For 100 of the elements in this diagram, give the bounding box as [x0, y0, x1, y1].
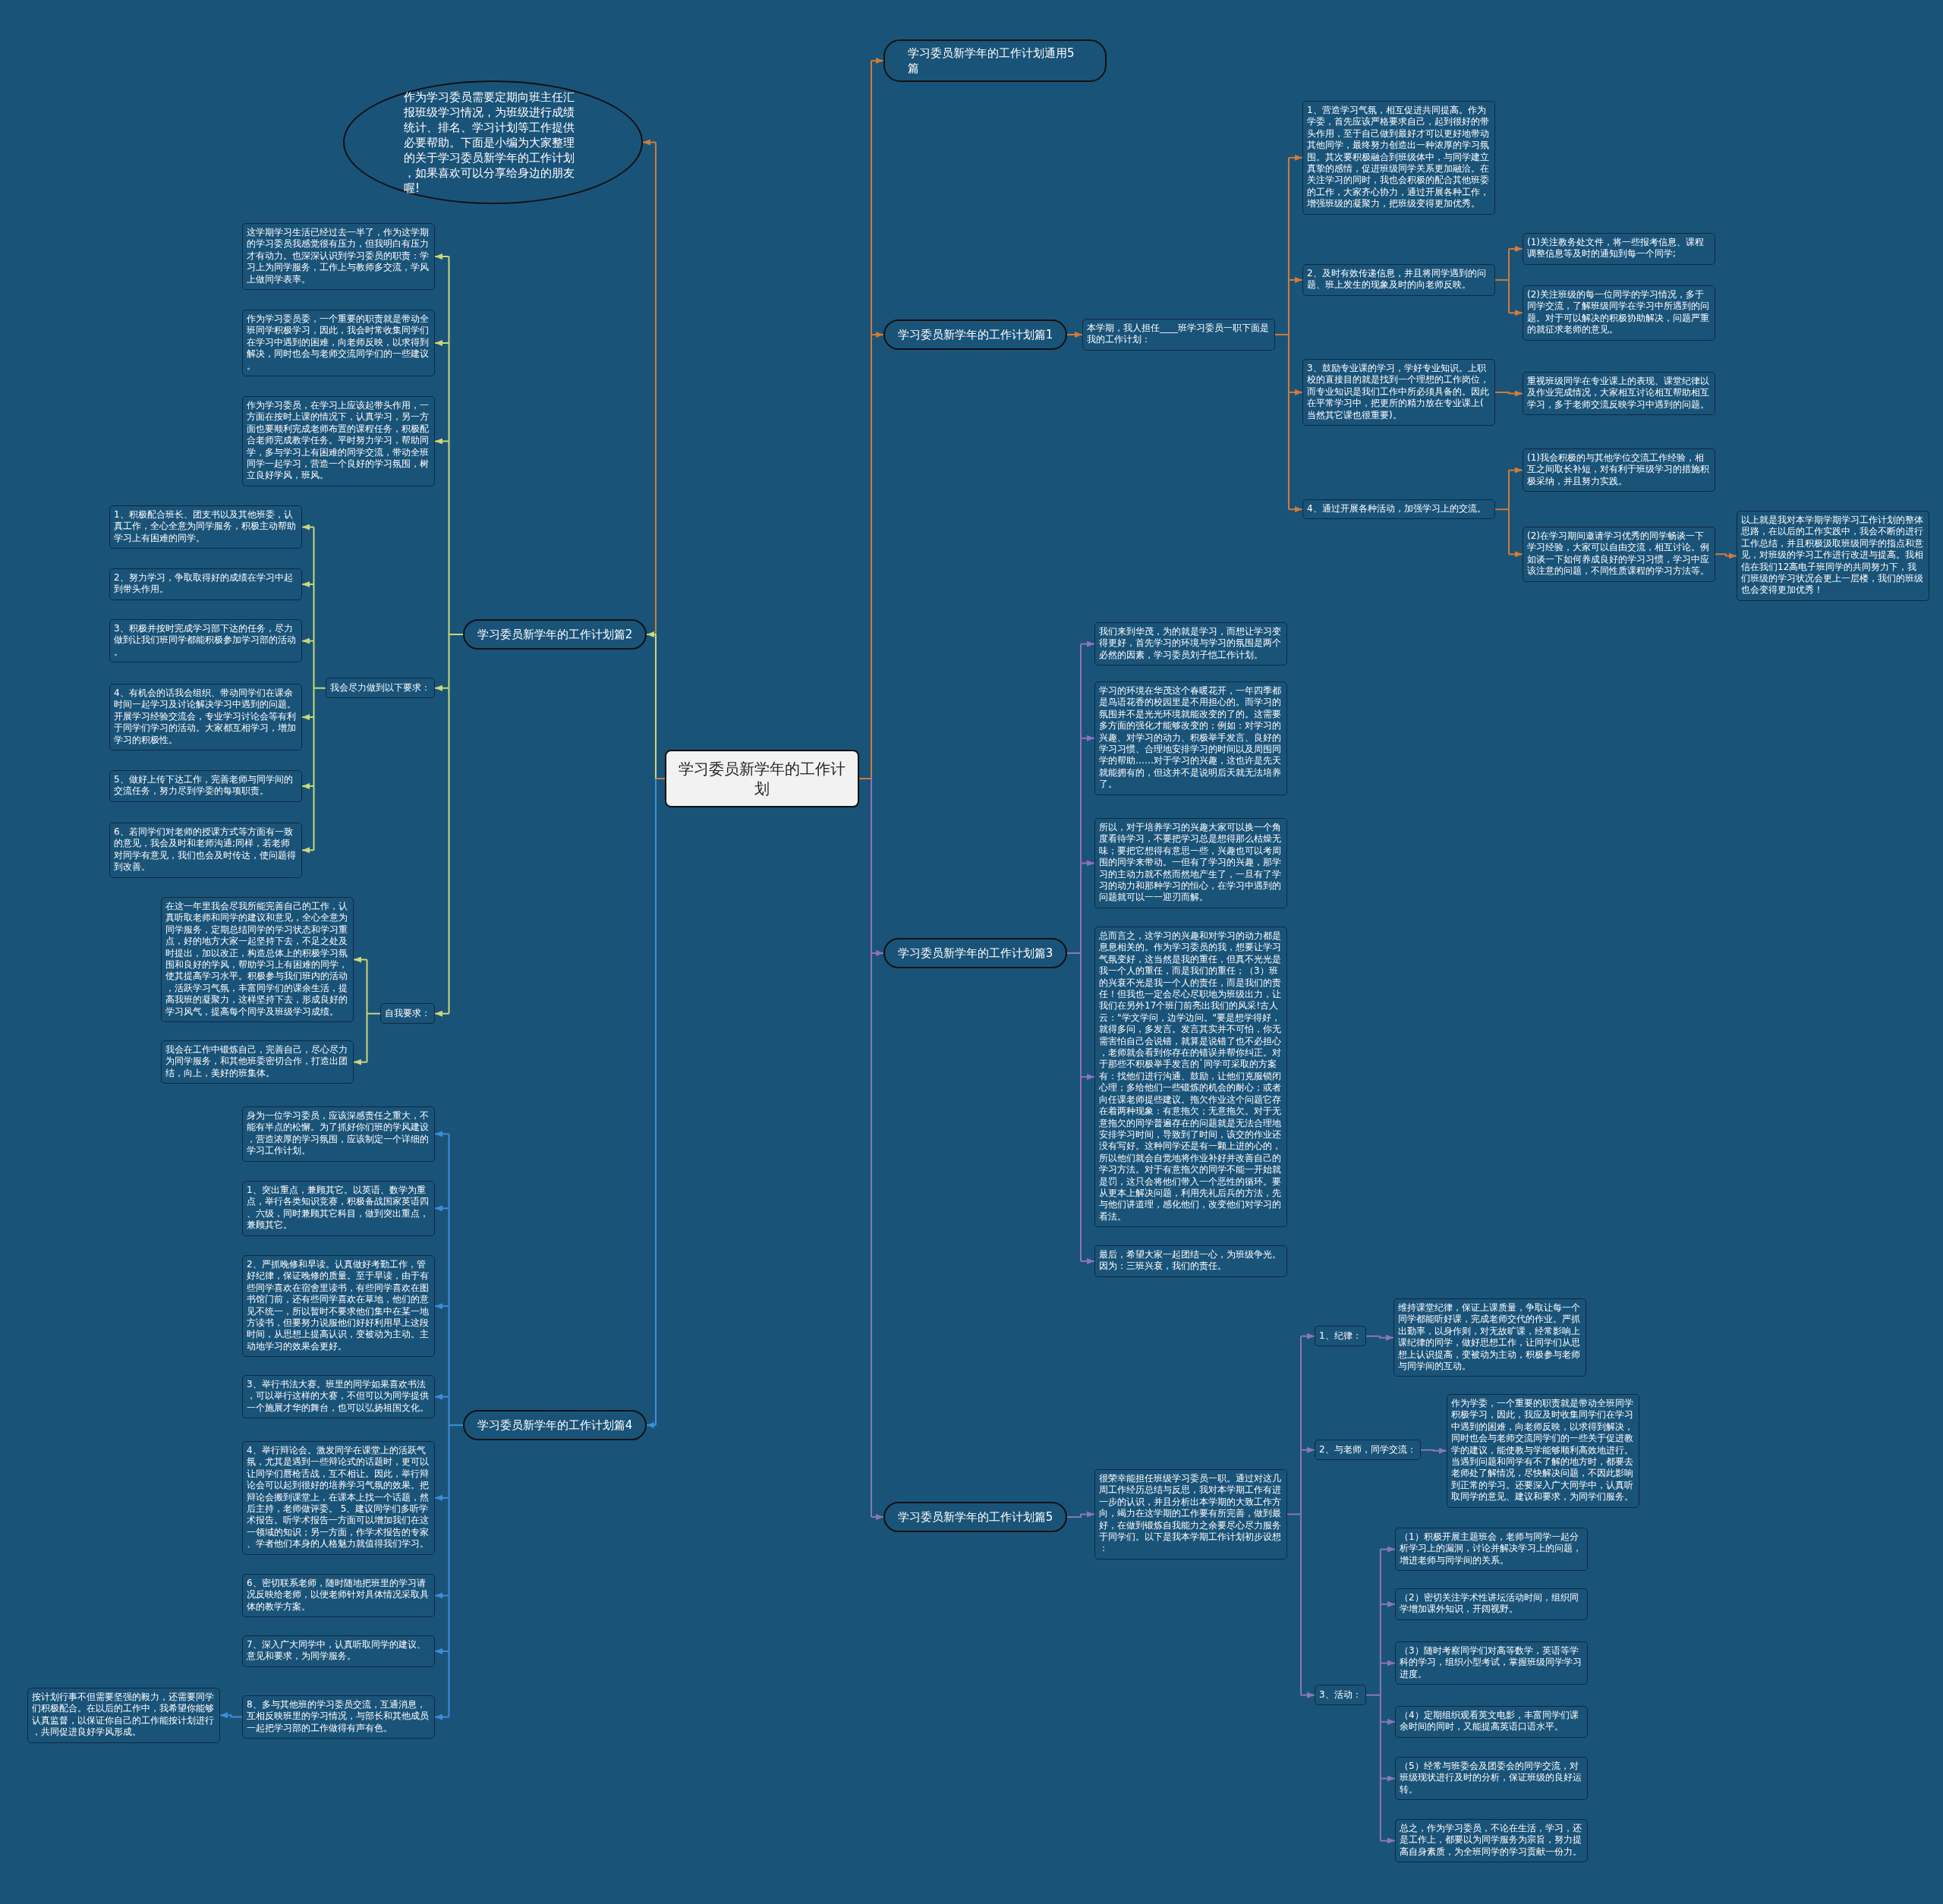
connector	[448, 1207, 450, 1308]
text-box: （5）经常与班委会及团委会的同学交流，对班级现状进行及时的分析，保证班级的良好运转。	[1395, 1757, 1588, 1801]
arrow	[646, 631, 657, 637]
connector	[448, 1305, 450, 1398]
connector	[448, 687, 450, 1015]
connector	[448, 1650, 450, 1718]
text-box: 4、有机会的话我会组织、带动同学们在课余时间一起学习及讨论解决学习中遇到的问题。开展学习经验交流会，专业学习讨论会等有利于同学们学习的活动。大家都互相学习，增加学习的积极性。	[109, 684, 302, 751]
connector	[871, 334, 872, 779]
connector	[1508, 508, 1510, 555]
connector	[1080, 862, 1082, 954]
connector	[871, 60, 872, 335]
connector	[366, 1012, 381, 1015]
text-box: 所以，对于培养学习的兴趣大家可以换一个角度看待学习，不要把学习总是想得那么枯燥无味；要把它想得有意思一些，兴趣也可以考周围的同学来带动。一但有了学习的兴趣，那学习的主动力就不然而然地产生了，一旦有了学习的动力和那种学习的恒心，在学习中遇到的问题就可以一一迎刃而解。	[1094, 818, 1287, 908]
connector	[1379, 1694, 1381, 1723]
arrow	[434, 684, 450, 691]
arrow	[1379, 1660, 1396, 1666]
connector	[1300, 1513, 1302, 1696]
arrow	[434, 340, 450, 346]
arrow	[1288, 389, 1303, 395]
arrow	[871, 332, 884, 338]
arrow	[434, 1648, 450, 1654]
text-box: 重视班级同学在专业课上的表现、课堂纪律以及作业完成情况，大家相互讨论相互帮助相互学习，多于老师交流反映学习中遇到的问题。	[1523, 372, 1715, 416]
connector	[448, 1424, 450, 1499]
text-box: 2、努力学习，争取取得好的成绩在学习中起到带头作用。	[109, 568, 302, 600]
arrow	[1080, 860, 1095, 867]
text-box: 我们来到华茂，为的就是学习，而想让学习变得更好，首先学习的环境与学习的氛围是两个必然的因素，学习委员刘子恺工作计划。	[1094, 622, 1287, 666]
text-box: 1、积极配合班长、团支书以及其他班委，认真工作，全心全意为同学服务，积极主动帮助学习上有困难的同学。	[109, 505, 302, 549]
connector	[313, 785, 315, 851]
branch-box: 学习委员新学年的工作计划篇4	[463, 1410, 647, 1440]
text-box: (2)关注班级的每一位同学的学习情况，多于同学交流，了解班级同学在学习中所遇到的问题。对于可以解决的积极协助解决，问题严重的就征求老师的意见。	[1523, 285, 1715, 341]
connector	[1080, 952, 1082, 1078]
connector	[1080, 737, 1082, 864]
connector	[448, 634, 450, 689]
arrow	[301, 782, 315, 789]
connector	[1288, 279, 1290, 335]
text-box: (2)在学习期间邀请学习优秀的同学畅谈一下学习经验，大家可以自由交流，相互讨论。例如谈一下如何养成良好的学习习惯，学习中应该注意的问题，不同性质课程的学习方法等。	[1523, 527, 1715, 582]
arrow	[642, 139, 657, 146]
arrow	[434, 253, 450, 260]
arrow	[434, 1393, 450, 1400]
text-box: 5、做好上传下达工作，完善老师与同学间的交流任务，努力尽到学委的每项职责。	[109, 770, 302, 802]
arrow	[1508, 310, 1523, 316]
connector	[448, 1133, 450, 1210]
branch-box: 学习委员新学年的工作计划篇1	[883, 319, 1067, 350]
connector	[1288, 392, 1290, 511]
arrow	[301, 581, 315, 587]
connector	[1080, 1076, 1082, 1262]
arrow	[1365, 1334, 1394, 1341]
text-box: 3、举行书法大赛。班里的同学如果喜欢书法，可以举行这样的大赛，不但可以为同学提供一个施展才华的舞台，也可以弘扬祖国文化。	[242, 1375, 435, 1419]
arrow	[646, 1422, 657, 1428]
text-box: 2、及时有效传递信息，并且将同学遇到的问题、班上发生的现象及时的向老师反映。	[1302, 264, 1495, 296]
arrow	[434, 1131, 450, 1138]
connector	[313, 640, 315, 689]
connector	[655, 778, 666, 779]
arrow	[1300, 1333, 1315, 1339]
arrow	[353, 1059, 368, 1065]
connector	[1379, 1720, 1381, 1780]
intro-bubble: 作为学习委员需要定期向班主任汇报班级学习情况，为班级进行成绩统计、排名、学习计划等工作提供必要帮助。下面是小编为大家整理的关于学习委员新学年的工作计划，如果喜欢可以分享给身边的朋友喔!	[343, 80, 643, 204]
arrow	[1080, 1074, 1095, 1081]
text-box: 1、突出重点，兼顾其它。以英语、数学为重点，举行各类知识竞赛，积极备战国家英语四、六级，同时兼顾其它科目，做到突出重点，兼顾其它。	[242, 1181, 435, 1236]
arrow	[1288, 154, 1303, 161]
connector	[448, 440, 450, 635]
branch-box: 学习委员新学年的工作计划通用5篇	[883, 39, 1107, 82]
connector	[1508, 247, 1510, 281]
branch-box: 学习委员新学年的工作计划篇5	[883, 1502, 1067, 1532]
text-box: （3）随时考察同学们对高等数学，英语等学科的学习，组织小型考试，掌握班级同学学习进度。	[1395, 1641, 1588, 1685]
arrow	[1080, 640, 1095, 647]
connector	[1379, 1603, 1381, 1664]
arrow	[1080, 1257, 1095, 1264]
text-box: 3、积极并按时完成学习部下达的任务，尽力做到让我们班同学都能积极参加学习部的活动。	[109, 619, 302, 663]
connector	[1274, 333, 1290, 335]
branch-box: 学习委员新学年的工作计划篇3	[883, 938, 1067, 968]
text-box: 总之，作为学习委员，不论在生活，学习，还是工作上，都要以为同学服务为宗旨，努力提高自身素质，为全班同学的学习贡献一份力。	[1395, 1819, 1588, 1863]
text-box: 最后，希望大家一起团结一心，为班级争光。因为：三班兴衰，我们的责任。	[1094, 1245, 1287, 1277]
text-box: 按计划行事不但需要坚强的毅力，还需要同学们积极配合。在以后的工作中，我希望你能够认真监督，以保证你自己的工作能按计划进行，共同促进良好学风形成。	[27, 1688, 220, 1743]
text-box: 2、严抓晚修和早读。认真做好考勤工作，管好纪律，保证晚修的质量。至于早读，由于有些同学喜欢在宿舍里读书，有些同学喜欢在图书馆门前，还有些同学喜欢在草地，他们的意见不统一，所以暂时不要求他们集中在某一地方读书，但要努力说服他们好好利用早上这段时间，从思想上提高认识，变被动为主动。主动地学习的效果会更好。	[242, 1255, 435, 1358]
connector	[448, 1396, 450, 1426]
connector	[1300, 1449, 1302, 1515]
text-box: 很荣幸能担任班级学习委员一职。通过对这几周工作经历总结与反思，我对本学期工作有进一步的认识，并且分析出本学期的大致工作方向，竭力在这学期的工作要有所完善，做到最好，在做到锻炼自我能力之余要尽心尽力服务于同学们。以下是我本学期工作计划初步设想：	[1094, 1469, 1287, 1559]
connector	[1080, 643, 1082, 739]
arrow	[1379, 1775, 1396, 1782]
branch-box: 学习委员新学年的工作计划篇2	[463, 619, 647, 650]
text-box: 在这一年里我会尽我所能完善自己的工作，认真听取老师和同学的建议和意见，全心全意为同学服务，定期总结同学的学习状态和学习重点，好的地方大家一起坚持下去，不足之处及时提出，加以改正，构造总体上的积极学习氛围和良好的学风，帮助学习上有困难的同学，使其提高学习水平。积极参与我们班内的活动，活跃学习气氛，丰富同学们的课余生活，提高我班的凝聚力，这样坚持下去，形成良好的学习风气，提高每个同学及班级学习成绩。	[161, 897, 354, 1023]
arrow	[434, 1010, 450, 1017]
arrow	[353, 956, 368, 963]
connector	[448, 1496, 450, 1597]
arrow	[434, 1592, 450, 1599]
connector	[1508, 469, 1510, 511]
text-box: 我会在工作中锻炼自己，完善自己，尽心尽力为同学服务，和其他班委密切合作，打造出团结，向上，美好的班集体。	[161, 1040, 354, 1084]
text-box: 总而言之，这学习的兴趣和对学习的动力都是息息相关的。作为学习委员的我，想要让学习气氛变好，这当然是我的重任，但真不光光是我一个人的重任，而是我们的重任；（3）班的兴衰不光是我一个人的责任，而是我们的责任！但我也一定会尽心尽职地为班级出力，让我们在另外17个班门前亮出我们的风采!古人云："学文学问，边学边问。"要是想学得好，就得多问，多发言。发言其实并不可怕，你无需害怕自己会说错，就算是说错了也不必担心，老师就会看到你存在的错误并帮你纠正。对于那些不积极举手发言的`同学可采取的方案有：找他们进行沟通、鼓励，让他们克服锁闭心理；多给他们一些锻炼的机会的耐心；或者向任课老师提些建议。拖欠作业这个问题它存在着两种现象：有意拖欠；无意拖欠。对于无意拖欠的同学普遍存在的问题就是无法合理地安排学习时间，导致到了时间，该交的作业还没有写好。这种同学还是有一颗上进的心的，所以他们就会自觉地将作业补好并改善自己的学习方法。对于有意拖欠的同学不能一开始就是罚，这只会将他们带入一个恶性的循环。要从更本上解决问题，利用先礼后兵的方法，先与他们讲道理，感化他们，改变他们对学习的看法。	[1094, 927, 1287, 1228]
text-box: 身为一位学习委员，应该深感责任之重大，不能有半点的松懈。为了抓好你们班的学风建设，营造浓厚的学习氛围，应该制定一个详细的学习工作计划。	[242, 1106, 435, 1162]
connector	[313, 687, 315, 718]
connector	[1288, 156, 1290, 281]
connector	[1379, 1777, 1381, 1842]
text-box: 8、多与其他班的学习委员交流，互通消息，互相反映班里的学习情况，与部长和其他成员一起把学习部的工作做得有声有色。	[242, 1695, 435, 1739]
text-box: 7、深入广大同学中，认真听取同学的建议、意见和要求，为同学服务。	[242, 1635, 435, 1667]
arrow	[1300, 1692, 1315, 1698]
arrow	[301, 524, 315, 530]
arrow	[871, 950, 884, 956]
text-box: 4、举行辩论会。激发同学在课堂上的活跃气氛，尤其是遇到一些辩论式的话题时，更可以让同学们唇枪舌战，互不相让。因此，举行辩论会可以起到很好的培养学习气氛的效果。把辩论会搬到课堂上，在课本上找一个话题，然后主持，老师做评委。 5、建议同学们多听学术报告。听学术报告一方面可以增加我们在这一领域的知识；另一方面，作学术报告的专家、学者他们本身的人格魅力就值得我们学习。	[242, 1441, 435, 1555]
text-box: （4）定期组织观看英文电影，丰富同学们课余时间的同时，又能提高英语口语水平。	[1395, 1706, 1588, 1738]
